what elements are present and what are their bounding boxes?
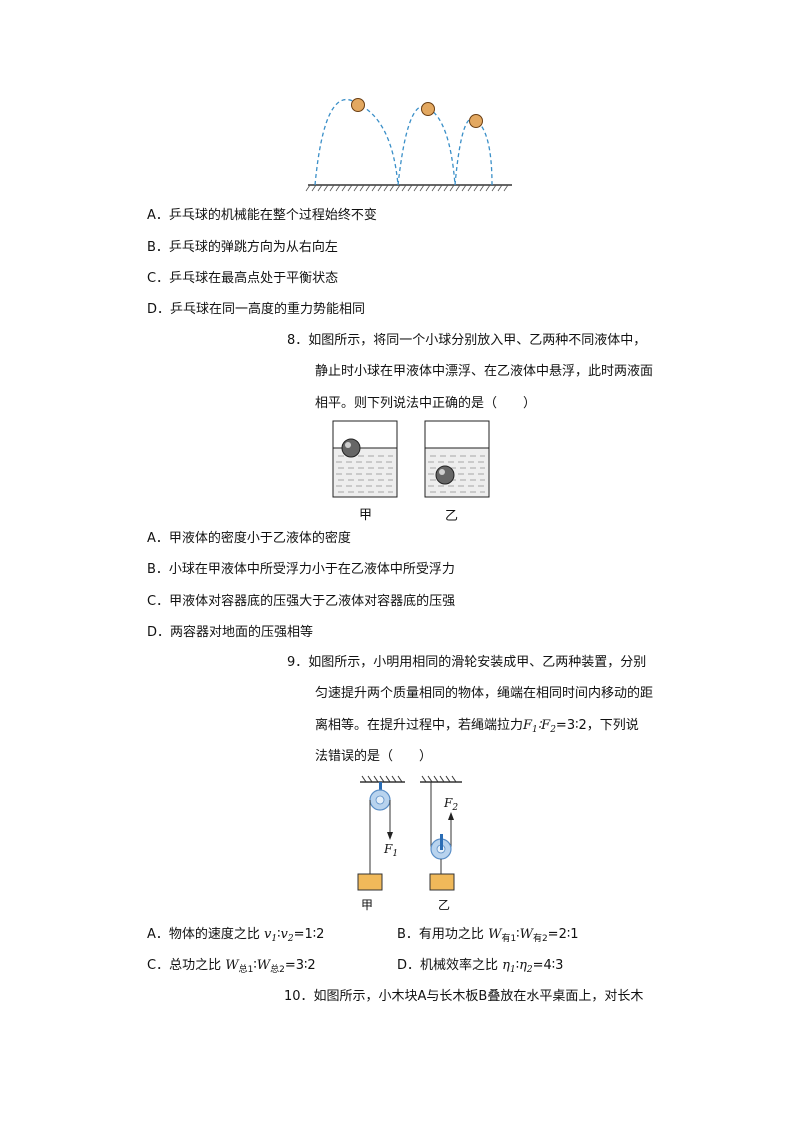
force-label-f1: F1 xyxy=(384,842,399,859)
q9-stem-line-4: 法错误的是（ ） xyxy=(315,749,433,764)
q8-option-a: A．甲液体的密度小于乙液体的密度 xyxy=(147,531,351,546)
label-yi: 乙 xyxy=(445,509,459,524)
label-jia: 甲 xyxy=(359,508,373,523)
q9-stem-line-2: 匀速提升两个质量相同的物体，绳端在相同时间内移动的距 xyxy=(315,686,654,701)
q8-option-c: C．甲液体对容器底的压强大于乙液体对容器底的压强 xyxy=(147,594,456,609)
label-yi-9: 乙 xyxy=(438,898,451,912)
q7-option-b: B．乒乓球的弹跳方向为从右向左 xyxy=(147,240,338,255)
q9-stem-line-1: 9．如图所示，小明用相同的滑轮安装成甲、乙两种装置，分别 xyxy=(287,655,647,670)
ceiling-yi xyxy=(420,775,462,783)
q8-option-b: B．小球在甲液体中所受浮力小于在乙液体中所受浮力 xyxy=(147,562,455,577)
q9-option-c: C．总功之比 W总1∶W总2=3∶2 xyxy=(147,958,316,975)
q8-stem-line-2: 静止时小球在甲液体中漂浮、在乙液体中悬浮，此时两液面 xyxy=(315,364,654,379)
container-jia xyxy=(332,420,398,498)
q7-option-a: A．乒乓球的机械能在整个过程始终不变 xyxy=(147,208,377,223)
ball-floating xyxy=(341,438,361,458)
q9-option-d: D．机械效率之比 η1∶η2=4∶3 xyxy=(397,958,564,975)
ceiling-jia xyxy=(360,775,405,783)
containers-figure xyxy=(332,420,490,498)
q9-option-b: B．有用功之比 W有1∶W有2=2∶1 xyxy=(397,927,579,944)
load-jia xyxy=(357,873,383,891)
trajectory xyxy=(314,98,493,186)
bouncing-ball-figure xyxy=(305,98,512,192)
force-ratio: F1∶F2=3∶2，下列说 xyxy=(523,718,639,735)
load-yi xyxy=(429,873,455,891)
ground xyxy=(305,184,512,192)
ball-suspended xyxy=(435,465,455,485)
q9-option-a: A．物体的速度之比 v1∶v2=1∶2 xyxy=(147,927,325,944)
q8-stem-line-1: 8．如图所示，将同一个小球分别放入甲、乙两种不同液体中， xyxy=(287,333,647,348)
ball xyxy=(351,98,483,128)
force-label-f2: F2 xyxy=(444,796,459,813)
label-jia-9: 甲 xyxy=(361,898,374,912)
q7-option-c: C．乒乓球在最高点处于平衡状态 xyxy=(147,271,339,286)
container-yi xyxy=(424,420,490,498)
q8-option-d: D．两容器对地面的压强相等 xyxy=(147,625,314,640)
q7-option-d: D．乒乓球在同一高度的重力势能相同 xyxy=(147,302,366,317)
pulley-figure xyxy=(357,775,462,891)
q10-stem-line-1: 10．如图所示，小木块A与长木板B叠放在水平桌面上，对长木 xyxy=(284,989,644,1004)
q9-stem-line-3: 离相等。在提升过程中，若绳端拉力F1∶F2=3∶2，下列说 xyxy=(315,718,639,735)
q8-stem-line-3: 相平。则下列说法中正确的是（ ） xyxy=(315,396,537,411)
